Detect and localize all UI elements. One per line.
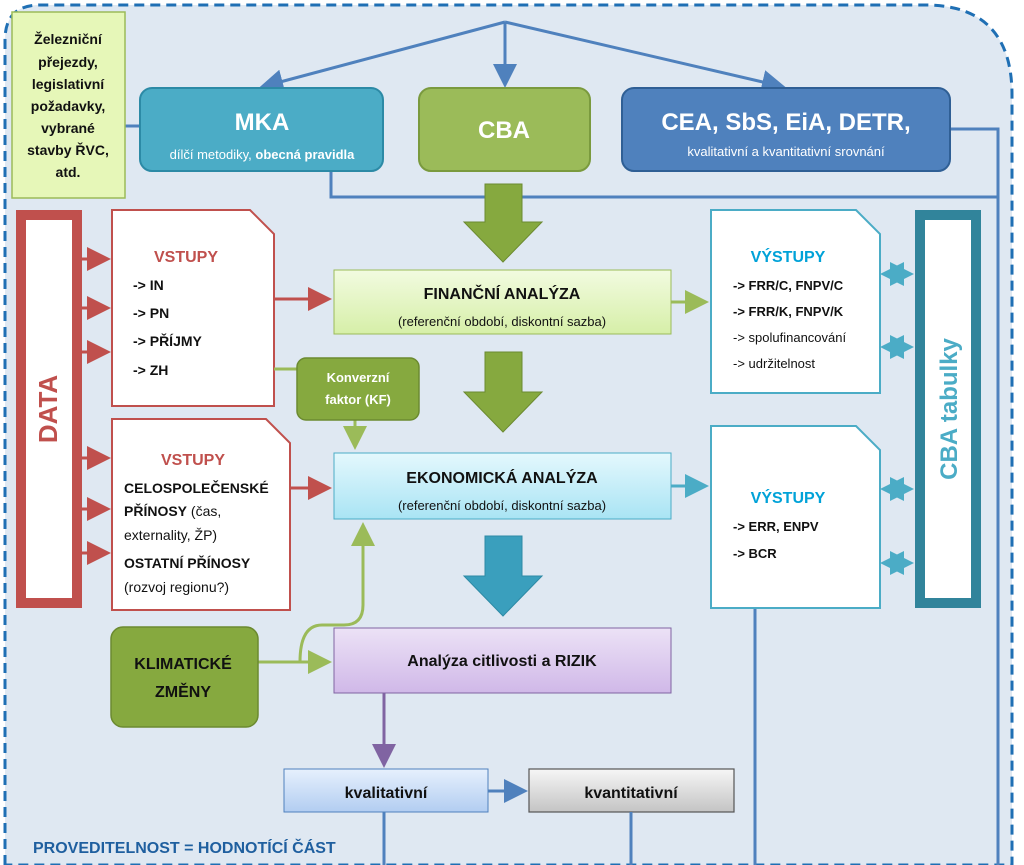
climate-line: ZMĚNY (155, 682, 211, 701)
inputs-eco-line: CELOSPOLEČENSKÉ (124, 479, 269, 496)
conversion-factor-box (296, 357, 420, 421)
mka-sub-normal: dílčí metodiky, (170, 147, 256, 162)
outputs-fin-item: -> udržitelnost (733, 356, 815, 371)
outputs-eco-item: -> BCR (733, 546, 777, 561)
cea-box (621, 87, 951, 172)
fin-analysis-title: FINANČNÍ ANALÝZA (424, 284, 581, 303)
down-arrow-cba-fin (462, 183, 544, 263)
inputs-eco-line: PŘÍNOSY (čas, (124, 502, 221, 519)
qualitative-label: kvalitativní (345, 785, 428, 802)
outputs-fin-title: VÝSTUPY (751, 247, 826, 266)
note-line: stavby ŘVC, (27, 141, 109, 158)
inputs-fin-item: -> PŘÍJMY (133, 332, 203, 349)
sensitivity-title: Analýza citlivosti a RIZIK (407, 653, 597, 670)
inputs-fin-item: -> PN (133, 305, 169, 321)
data-bar-inner (26, 220, 72, 598)
note-line: Železniční (34, 30, 103, 47)
top-split-arrows (259, 20, 786, 94)
bottom-lines (382, 812, 633, 865)
cba-tables-inner (925, 220, 971, 598)
quantitative-box (528, 768, 735, 813)
inputs-eco-title: VSTUPY (161, 452, 225, 469)
inputs-eco-line: (rozvoj regionu?) (124, 579, 229, 595)
legislative-note-text: Železniční přejezdy, legislativní požada… (27, 30, 109, 180)
legislative-note-box (11, 11, 126, 199)
outputs-eco-doc (710, 425, 881, 609)
note-line: přejezdy, (38, 54, 98, 70)
outputs-fin-item: -> spolufinancování (733, 330, 846, 345)
methodology-connectors (329, 127, 1000, 865)
cea-subtitle: kvalitativní a kvantitativní srovnání (687, 144, 885, 159)
outputs-tables-arrows (880, 262, 914, 575)
conversion-line: Konverzní (327, 370, 390, 385)
data-to-inputs-arrows (82, 247, 111, 565)
data-label: DATA (33, 375, 63, 444)
inputs-eco-normal: (čas, (187, 503, 221, 519)
inputs-fin-item: -> ZH (133, 362, 168, 378)
cba-box (418, 87, 591, 172)
inputs-fin-item: -> IN (133, 277, 164, 293)
inputs-eco-bold: PŘÍNOSY (124, 502, 188, 519)
note-line: požadavky, (31, 98, 105, 114)
feasibility-label: PROVEDITELNOST = HODNOTÍCÍ ČÁST (33, 838, 336, 857)
climate-connectors (258, 522, 375, 674)
fin-analysis-box (333, 269, 672, 335)
note-line: vybrané (41, 120, 95, 136)
eco-analysis-box (333, 452, 672, 520)
eco-analysis-subtitle: (referenční období, diskontní sazba) (398, 498, 606, 513)
qualitative-box (283, 768, 489, 813)
outputs-fin-item: -> FRR/K, FNPV/K (733, 304, 844, 319)
fin-analysis-subtitle: (referenční období, diskontní sazba) (398, 314, 606, 329)
inputs-fin-title: VSTUPY (154, 249, 218, 266)
climate-box (110, 626, 259, 728)
mka-subtitle: dílčí metodiky, obecná pravidla (170, 147, 355, 162)
cba-title: CBA (478, 117, 530, 144)
inputs-eco-line: OSTATNÍ PŘÍNOSY (124, 554, 251, 571)
inputs-eco-doc (111, 418, 291, 611)
note-line: legislativní (32, 76, 105, 92)
cba-tables-label: CBA tabulky (936, 337, 963, 479)
outputs-eco-item: -> ERR, ENPV (733, 519, 819, 534)
down-arrow-eco-sens (462, 535, 544, 617)
mka-title: MKA (235, 109, 290, 136)
sensitivity-box (333, 627, 672, 694)
quantitative-label: kvantitativní (584, 785, 678, 802)
outputs-eco-title: VÝSTUPY (751, 488, 826, 507)
inputs-eco-line: externality, ŽP) (124, 527, 217, 543)
eco-analysis-title: EKONOMICKÁ ANALÝZA (406, 468, 598, 487)
mka-box (139, 87, 384, 172)
outputs-fin-item: -> FRR/C, FNPV/C (733, 278, 844, 293)
mka-sub-bold: obecná pravidla (255, 147, 355, 162)
down-arrow-fin-eco (462, 351, 544, 433)
cea-title: CEA, SbS, EiA, DETR, (661, 109, 910, 136)
conversion-line: faktor (KF) (325, 392, 391, 407)
outputs-fin-doc (710, 209, 881, 394)
note-line: atd. (56, 164, 81, 180)
climate-line: KLIMATICKÉ (134, 654, 232, 673)
inputs-fin-doc (111, 209, 275, 407)
